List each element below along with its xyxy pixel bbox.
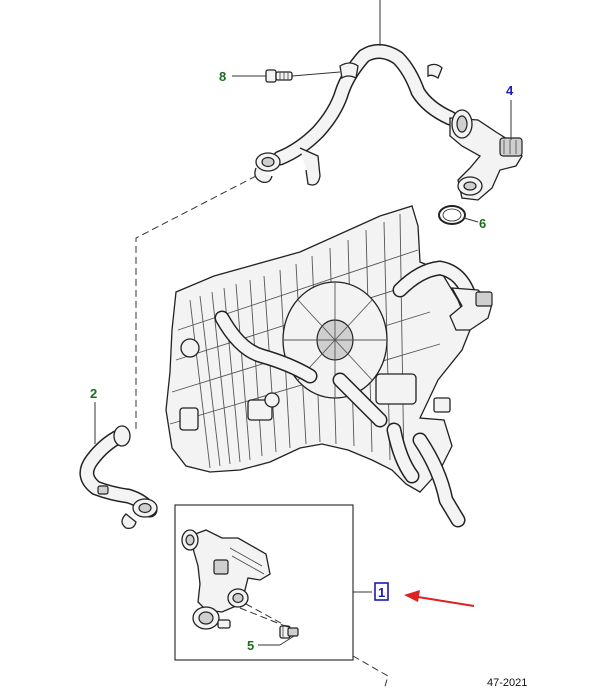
callout-2: 2	[90, 386, 97, 401]
reference-code: 47-2021	[487, 677, 527, 689]
callout-8: 8	[219, 69, 226, 84]
highlight-arrow-icon	[404, 590, 475, 607]
callout-5: 5	[247, 638, 254, 653]
lower-coolant-hose[interactable]	[79, 425, 158, 530]
callout-4: 4	[506, 83, 514, 98]
temperature-sensor[interactable]	[279, 625, 299, 639]
o-ring-seal[interactable]	[438, 205, 466, 225]
detail-box	[174, 504, 354, 661]
upper-coolant-hose[interactable]	[254, 44, 458, 186]
callout-1: 1	[378, 585, 385, 600]
thermostat-housing[interactable]	[181, 529, 271, 630]
radiator-engine-assembly	[165, 205, 493, 528]
leader-lines	[94, 0, 512, 690]
bolt[interactable]	[265, 69, 293, 83]
hose-connector[interactable]	[449, 109, 523, 201]
callout-1-box[interactable]: 1	[374, 582, 389, 601]
callout-6: 6	[479, 216, 486, 231]
